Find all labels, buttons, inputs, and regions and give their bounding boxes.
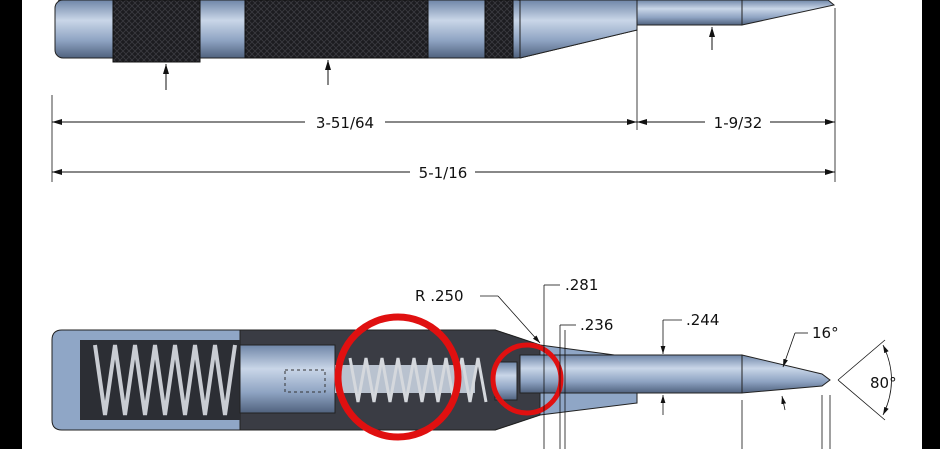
highlight-circle-spring bbox=[334, 313, 462, 441]
callout-point-angle: 80° bbox=[870, 374, 897, 392]
dimension-label-body-length: 3-51/64 bbox=[316, 114, 374, 132]
callout-tip-diameter: .244 bbox=[686, 311, 719, 329]
dimension-label-overall-length: 5-1/16 bbox=[419, 164, 468, 182]
section-view-punch bbox=[51, 329, 831, 431]
callout-diameter-236: .236 bbox=[580, 316, 613, 334]
hammer-spring bbox=[348, 357, 488, 403]
knurl-grip-2 bbox=[244, 0, 429, 59]
callout-diameter-281: .281 bbox=[565, 276, 598, 294]
main-spring bbox=[93, 344, 237, 416]
callout-radius: R .250 bbox=[415, 287, 464, 305]
dimension-body-length: 3-51/64 bbox=[52, 114, 637, 132]
dimension-label-tip-length: 1-9/32 bbox=[714, 114, 763, 132]
dimension-tip-length: 1-9/32 bbox=[637, 114, 835, 132]
knurl-grip-1 bbox=[112, 0, 201, 63]
knurl-grip-3 bbox=[484, 0, 514, 59]
dimension-overall-length: 5-1/16 bbox=[52, 164, 835, 182]
highlight-circle-pin bbox=[490, 342, 564, 416]
callout-taper-angle: 16° bbox=[812, 324, 839, 342]
top-view-punch bbox=[51, 0, 836, 182]
